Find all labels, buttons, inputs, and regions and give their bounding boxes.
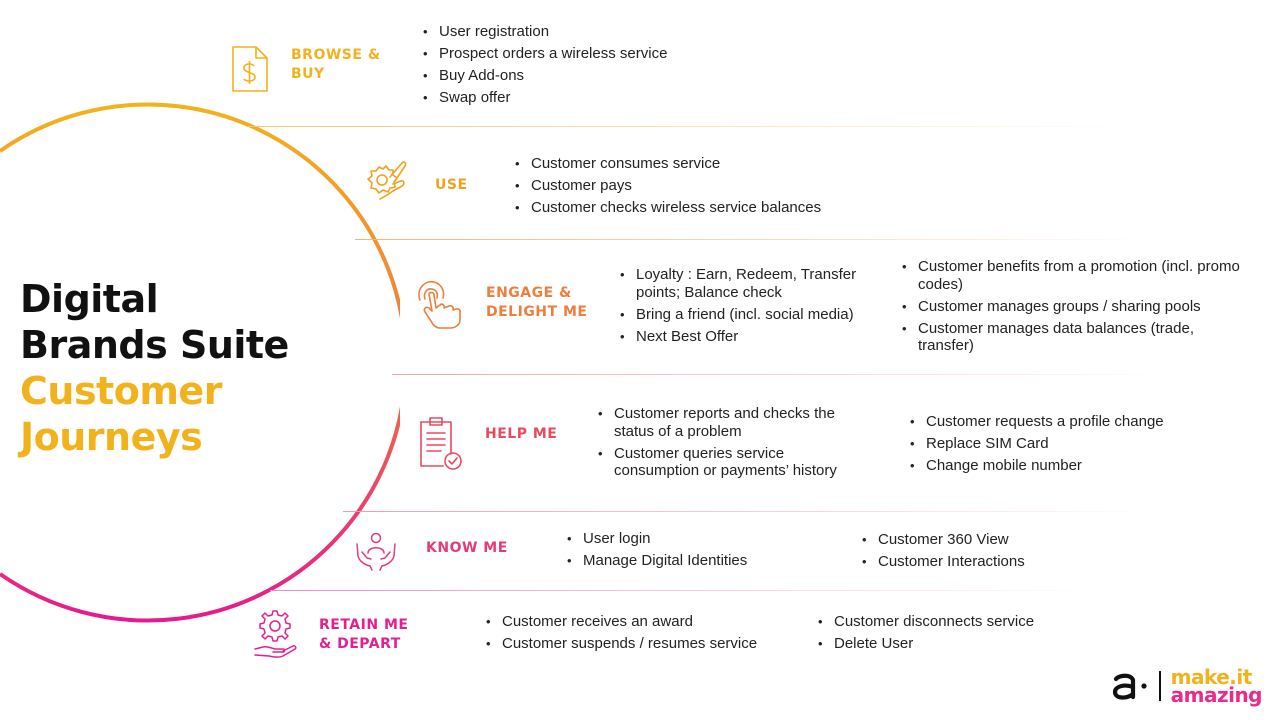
title-line-3: Customer bbox=[20, 369, 222, 413]
logo-tagline: make.it amazing bbox=[1170, 665, 1263, 707]
stage-label-line: & DEPART bbox=[319, 636, 401, 652]
stage-label-know-me: KNOW ME bbox=[426, 539, 508, 558]
logo-tagline-line-2: amazing bbox=[1170, 683, 1263, 707]
stage-label-line: HELP ME bbox=[485, 426, 558, 442]
list-item: Customer manages groups / sharing pools bbox=[902, 298, 1247, 316]
stage-label-line: BROWSE & bbox=[291, 47, 381, 63]
tap-hand-icon bbox=[418, 280, 461, 329]
list-item: Customer 360 View bbox=[862, 531, 1142, 549]
title-line-1: Digital bbox=[20, 277, 159, 321]
list-item: Customer requests a profile change bbox=[910, 413, 1210, 431]
bullet-list-help-col2: Customer requests a profile change Repla… bbox=[910, 413, 1210, 479]
bullet-list-engage-col1: Loyalty : Earn, Redeem, Transfer points;… bbox=[620, 266, 875, 350]
bullet-list-know-col2: Customer 360 View Customer Interactions bbox=[862, 531, 1142, 575]
list-item: Customer benefits from a promotion (incl… bbox=[902, 258, 1247, 293]
stage-label-line: RETAIN ME bbox=[319, 617, 409, 633]
list-item: User login bbox=[567, 530, 847, 548]
bullet-list-retain-col1: Customer receives an award Customer susp… bbox=[486, 613, 786, 657]
list-item: Prospect orders a wireless service bbox=[423, 45, 743, 63]
bullet-list-use: Customer consumes service Customer pays … bbox=[515, 155, 875, 221]
stage-label-browse-buy: BROWSE & BUY bbox=[291, 46, 381, 84]
list-item: Replace SIM Card bbox=[910, 435, 1210, 453]
list-item: Change mobile number bbox=[910, 457, 1210, 475]
stage-label-line: ENGAGE & bbox=[486, 285, 572, 301]
stage-label-help-me: HELP ME bbox=[485, 425, 557, 444]
stage-label-retain-depart: RETAIN ME & DEPART bbox=[319, 616, 408, 654]
stage-label-line: DELIGHT ME bbox=[486, 304, 588, 320]
separator-3 bbox=[392, 374, 1172, 375]
title-line-4: Journeys bbox=[20, 415, 203, 459]
list-item: Customer checks wireless service balance… bbox=[515, 199, 875, 217]
list-item: Bring a friend (incl. social media) bbox=[620, 306, 875, 324]
list-item: Customer manages data balances (trade, t… bbox=[902, 320, 1247, 355]
list-item: Customer pays bbox=[515, 177, 875, 195]
stage-label-line: KNOW ME bbox=[426, 540, 508, 556]
logo-tagline-line-1: make.it bbox=[1170, 665, 1253, 689]
bullet-list-know-col1: User login Manage Digital Identities bbox=[567, 530, 847, 574]
list-item: Customer queries service consumption or … bbox=[598, 445, 868, 480]
stage-label-line: USE bbox=[435, 177, 468, 193]
page-title: Digital Brands Suite Customer Journeys bbox=[20, 276, 289, 460]
list-item: Next Best Offer bbox=[620, 328, 875, 346]
bullet-list-retain-col2: Customer disconnects service Delete User bbox=[818, 613, 1098, 657]
list-item: User registration bbox=[423, 23, 743, 41]
journey-arc bbox=[0, 102, 400, 623]
separator-2 bbox=[355, 239, 1155, 240]
list-item: Customer disconnects service bbox=[818, 613, 1098, 631]
separator-4 bbox=[343, 511, 1153, 512]
brand-logo: make.it amazing bbox=[1111, 665, 1263, 707]
stage-label-use: USE bbox=[435, 176, 468, 195]
separator-1 bbox=[248, 126, 1148, 127]
list-item: Buy Add-ons bbox=[423, 67, 743, 85]
list-item: Loyalty : Earn, Redeem, Transfer points;… bbox=[620, 266, 875, 301]
list-item: Manage Digital Identities bbox=[567, 552, 847, 570]
person-hands-icon bbox=[356, 532, 396, 571]
list-item: Customer consumes service bbox=[515, 155, 875, 173]
stage-label-engage-delight: ENGAGE & DELIGHT ME bbox=[486, 284, 587, 322]
list-item: Customer reports and checks the status o… bbox=[598, 405, 868, 440]
title-line-2: Brands Suite bbox=[20, 323, 289, 367]
clipboard-check-icon bbox=[420, 417, 462, 470]
list-item: Delete User bbox=[818, 635, 1098, 653]
bullet-list-browse-buy: User registration Prospect orders a wire… bbox=[423, 23, 743, 111]
list-item: Swap offer bbox=[423, 89, 743, 107]
list-item: Customer suspends / resumes service bbox=[486, 635, 786, 653]
logo-divider bbox=[1158, 671, 1161, 701]
logo-mark bbox=[1112, 673, 1147, 700]
gear-hand-icon bbox=[367, 161, 407, 200]
bullet-list-engage-col2: Customer benefits from a promotion (incl… bbox=[902, 258, 1247, 359]
list-item: Customer Interactions bbox=[862, 553, 1142, 571]
list-item: Customer receives an award bbox=[486, 613, 786, 631]
bullet-list-help-col1: Customer reports and checks the status o… bbox=[598, 405, 868, 484]
separator-5 bbox=[270, 590, 1100, 591]
gear-palm-icon bbox=[254, 610, 297, 658]
dollar-document-icon bbox=[232, 46, 268, 92]
stage-label-line: BUY bbox=[291, 66, 325, 82]
